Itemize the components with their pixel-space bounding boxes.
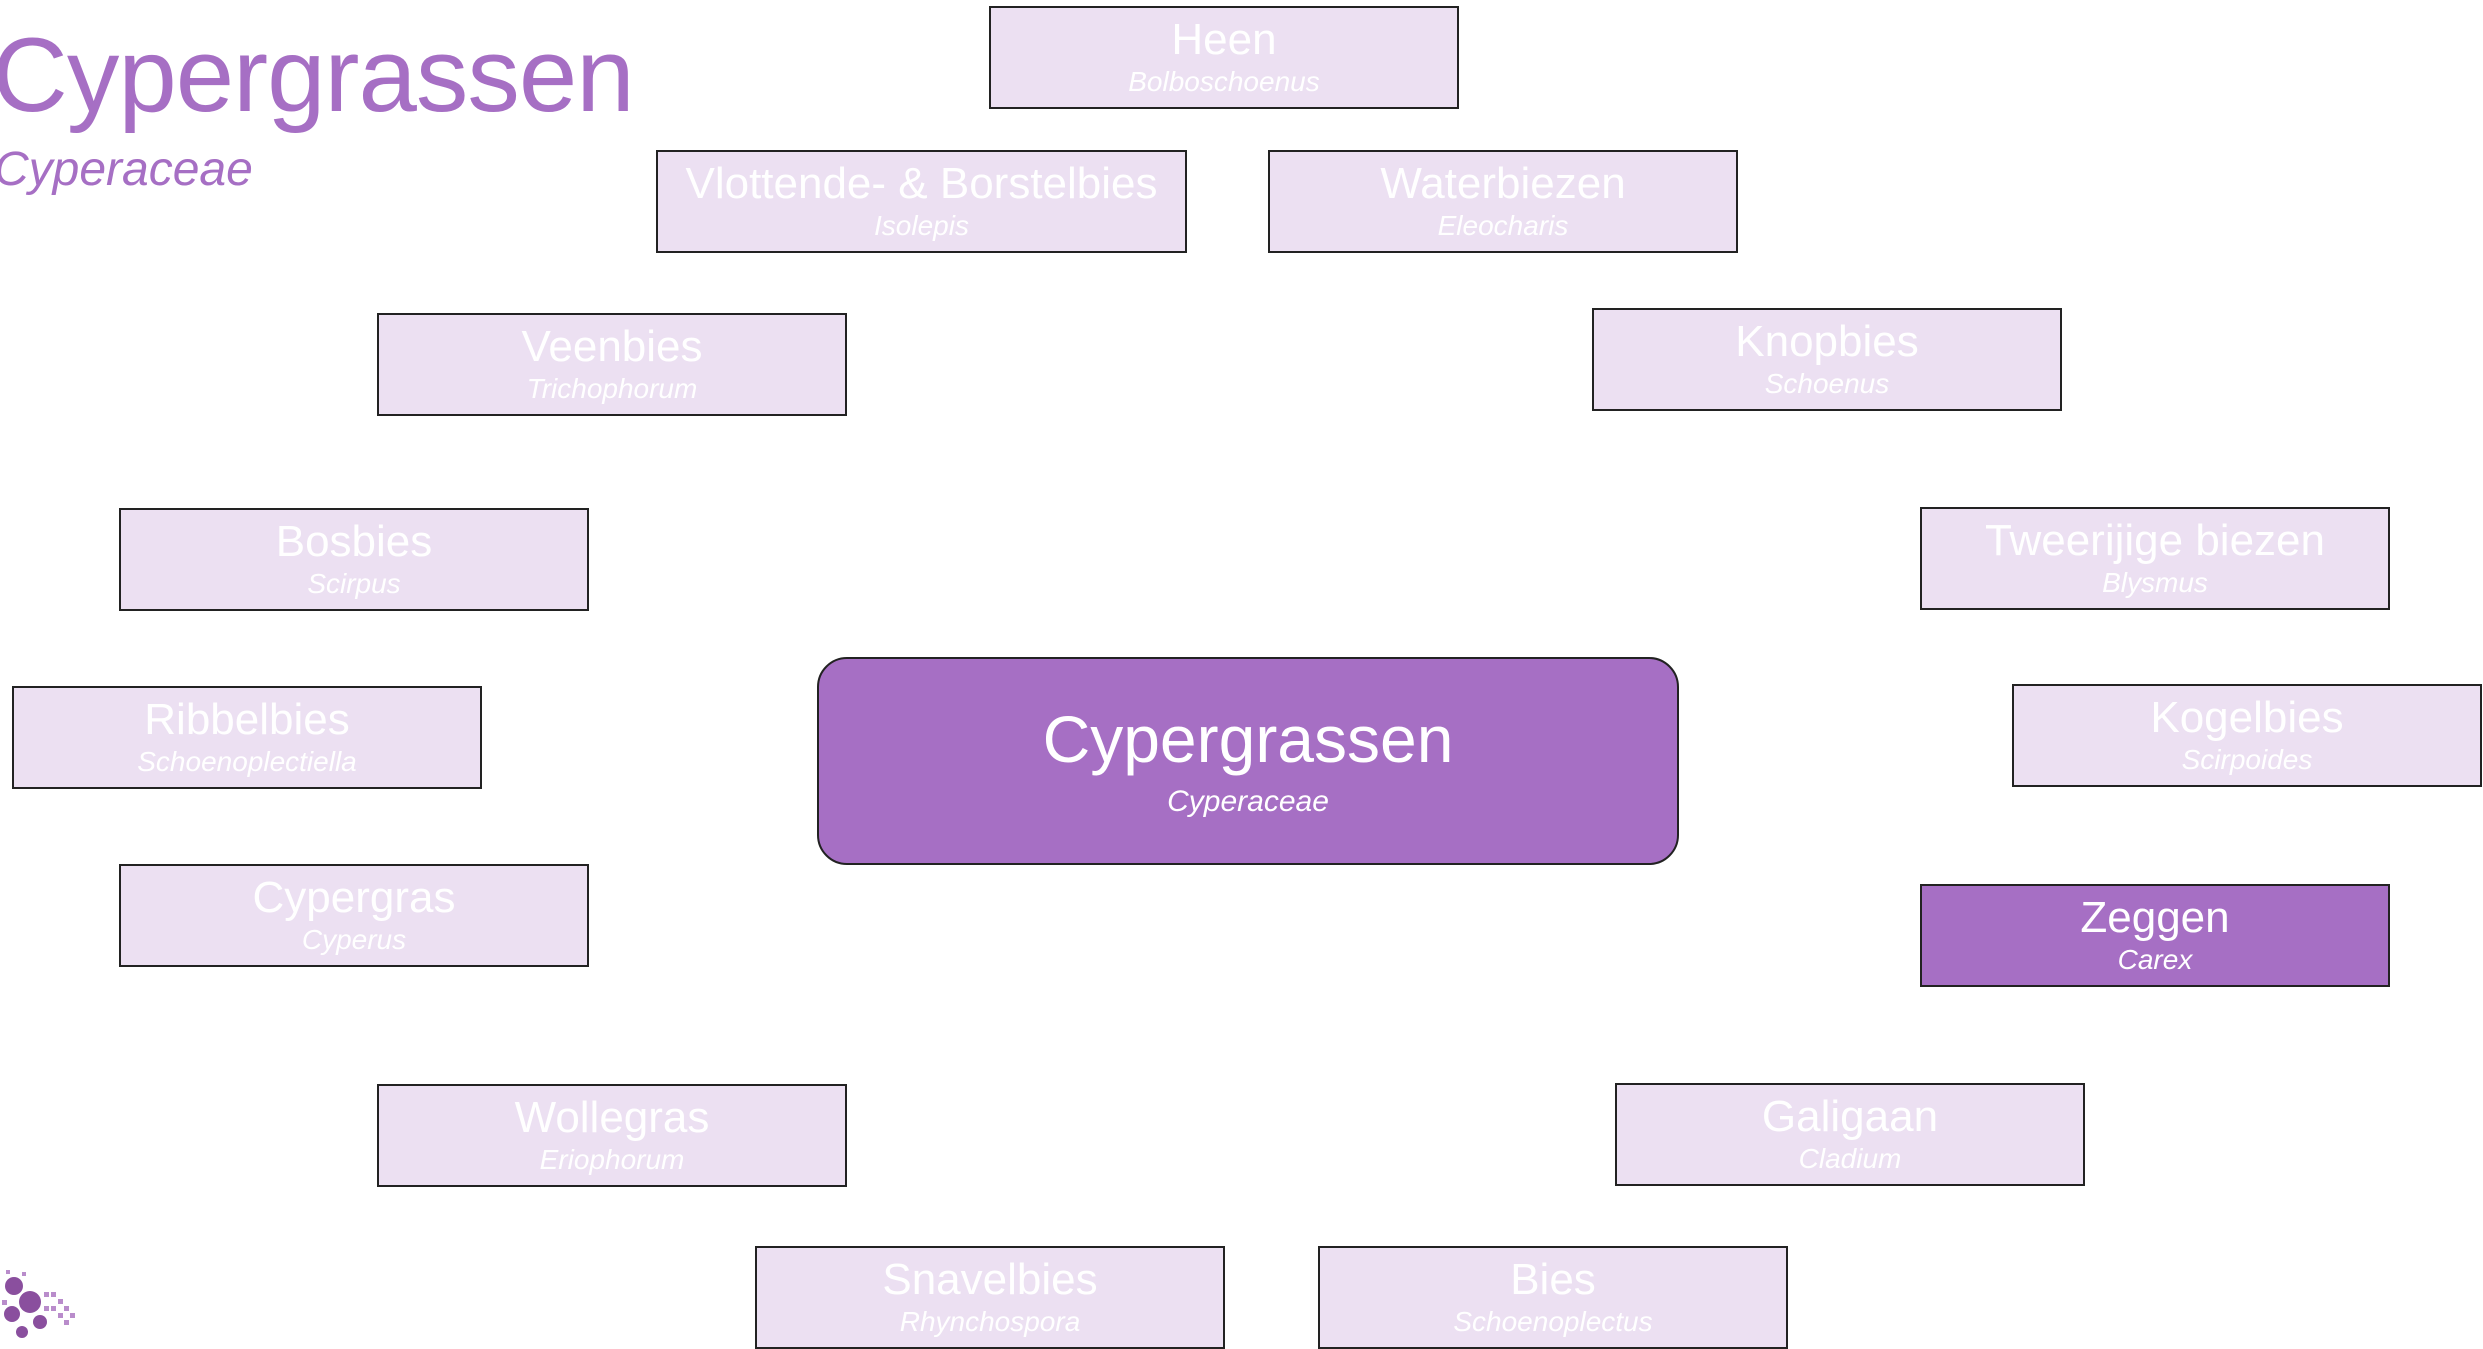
node-sublabel: Isolepis bbox=[874, 209, 969, 241]
node-label: Galigaan bbox=[1761, 1091, 1939, 1141]
node-sublabel: Schoenoplectiella bbox=[137, 745, 357, 777]
node-vlottende-borstelbies[interactable]: Vlottende- & Borstelbies Isolepis bbox=[656, 150, 1187, 253]
node-sublabel: Cladium bbox=[1798, 1142, 1902, 1174]
node-label: Zeggen bbox=[2080, 892, 2230, 942]
page-subtitle: Cyperaceae bbox=[0, 143, 253, 196]
node-label: Snavelbies bbox=[882, 1254, 1098, 1304]
node-galigaan[interactable]: Galigaan Cladium bbox=[1615, 1083, 2085, 1186]
node-label: Ribbelbies bbox=[144, 694, 350, 744]
node-label: Kogelbies bbox=[2150, 692, 2344, 742]
node-bosbies[interactable]: Bosbies Scirpus bbox=[119, 508, 589, 611]
page-title: Cypergrassen bbox=[0, 17, 635, 134]
node-label: Knopbies bbox=[1735, 316, 1919, 366]
node-sublabel: Schoenus bbox=[1764, 367, 1890, 399]
node-label: Bies bbox=[1510, 1254, 1596, 1304]
node-label: Cypergras bbox=[252, 872, 456, 922]
node-label: Vlottende- & Borstelbies bbox=[685, 158, 1158, 208]
node-sublabel: Carex bbox=[2117, 943, 2193, 975]
node-kogelbies[interactable]: Kogelbies Scirpoides bbox=[2012, 684, 2482, 787]
node-label: Waterbiezen bbox=[1380, 158, 1626, 208]
node-label: Heen bbox=[1171, 14, 1277, 64]
center-node[interactable]: Cypergrassen Cyperaceae bbox=[817, 657, 1679, 865]
node-sublabel: Scirpoides bbox=[2181, 743, 2313, 775]
node-tweerijige-biezen[interactable]: Tweerijige biezen Blysmus bbox=[1920, 507, 2390, 610]
node-sublabel: Blysmus bbox=[2102, 566, 2208, 598]
node-sublabel: Eleocharis bbox=[1437, 209, 1569, 241]
node-zeggen[interactable]: Zeggen Carex bbox=[1920, 884, 2390, 987]
node-label: Bosbies bbox=[275, 516, 433, 566]
node-heen[interactable]: Heen Bolboschoenus bbox=[989, 6, 1459, 109]
node-sublabel: Eriophorum bbox=[539, 1143, 685, 1175]
node-cypergras[interactable]: Cypergras Cyperus bbox=[119, 864, 589, 967]
node-wollegras[interactable]: Wollegras Eriophorum bbox=[377, 1084, 847, 1187]
logo-icon bbox=[2, 1270, 75, 1338]
node-ribbelbies[interactable]: Ribbelbies Schoenoplectiella bbox=[12, 686, 482, 789]
node-veenbies[interactable]: Veenbies Trichophorum bbox=[377, 313, 847, 416]
node-sublabel: Cyperus bbox=[301, 923, 407, 955]
node-label: Wollegras bbox=[514, 1092, 710, 1142]
node-sublabel: Rhynchospora bbox=[899, 1305, 1081, 1337]
node-label: Veenbies bbox=[521, 321, 703, 371]
node-snavelbies[interactable]: Snavelbies Rhynchospora bbox=[755, 1246, 1225, 1349]
node-bies[interactable]: Bies Schoenoplectus bbox=[1318, 1246, 1788, 1349]
node-sublabel: Schoenoplectus bbox=[1453, 1305, 1653, 1337]
node-label: Tweerijige biezen bbox=[1985, 515, 2325, 565]
center-sublabel: Cyperaceae bbox=[1167, 785, 1329, 819]
node-waterbiezen[interactable]: Waterbiezen Eleocharis bbox=[1268, 150, 1738, 253]
node-sublabel: Bolboschoenus bbox=[1128, 65, 1320, 97]
node-knopbies[interactable]: Knopbies Schoenus bbox=[1592, 308, 2062, 411]
center-label: Cypergrassen bbox=[1042, 701, 1454, 776]
node-sublabel: Trichophorum bbox=[526, 372, 698, 404]
node-sublabel: Scirpus bbox=[307, 567, 401, 599]
